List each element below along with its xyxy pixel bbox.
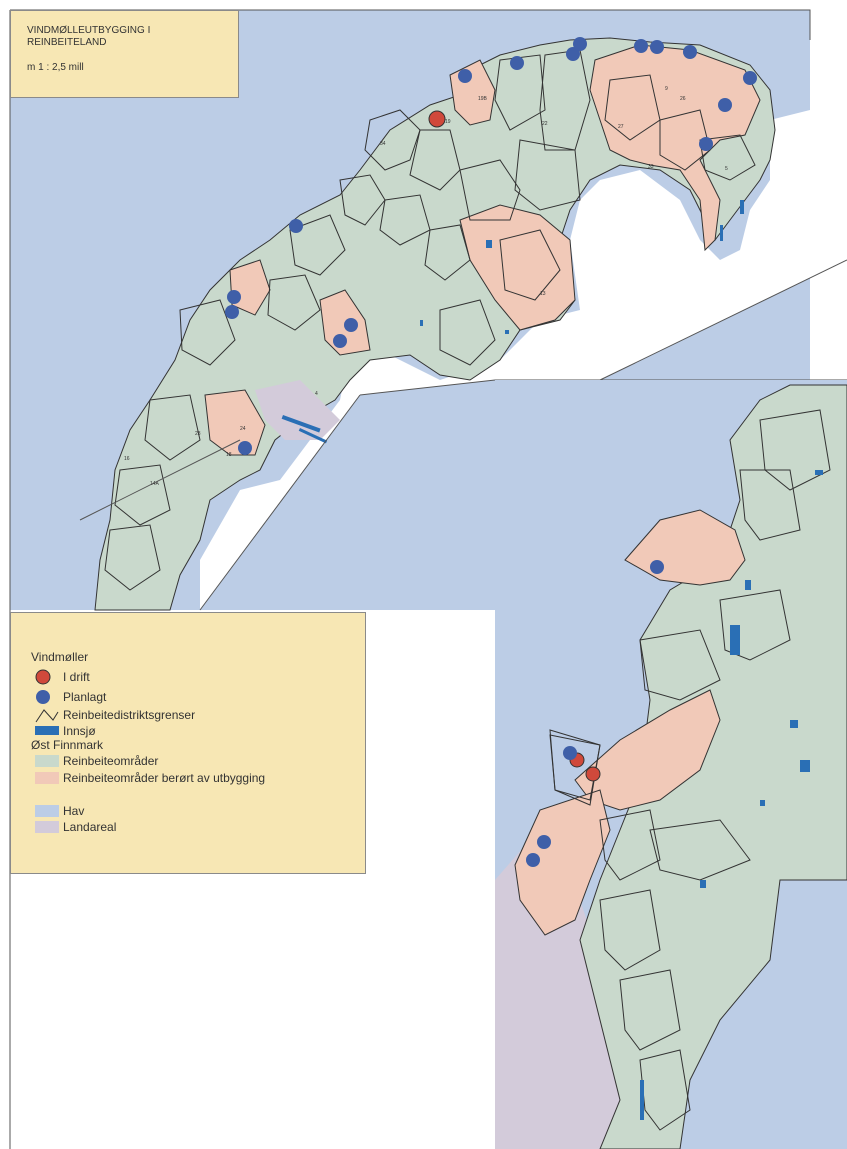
legend-label: Hav <box>63 804 85 818</box>
map-legend: Vindmøller I drift Planlagt Reinbeitedis… <box>10 612 366 874</box>
turbine-planned-marker <box>563 746 577 760</box>
blue-circle-icon <box>36 690 50 704</box>
lightblue-swatch-icon <box>35 805 59 817</box>
main-map: 34 19 19B 22 27 26 33 9 5 13 24 4 16 14A… <box>9 9 847 1149</box>
turbine-planned-marker <box>699 137 713 151</box>
inset-affected-south <box>514 789 611 936</box>
legend-label: Reinbeiteområder berørt av utbygging <box>63 771 266 785</box>
turbine-planned-marker <box>510 56 524 70</box>
turbine-planned-marker <box>634 39 648 53</box>
turbine-planned-marker <box>238 441 252 455</box>
turbine-planned-marker <box>458 69 472 83</box>
turbine-planned-marker <box>537 835 551 849</box>
map-title-line2: REINBEITELAND <box>27 37 107 48</box>
map-scale: m 1 : 2,5 mill <box>27 62 84 73</box>
turbine-planned-marker <box>289 219 303 233</box>
turbine-planned-marker <box>650 560 664 574</box>
turbine-planned-marker <box>743 71 757 85</box>
district-label: 27 <box>618 124 624 130</box>
district-label: 14A <box>150 481 160 487</box>
district-label: 26 <box>680 96 686 102</box>
legend-region-heading: Øst Finnmark <box>31 737 103 753</box>
inset-border-polygon <box>549 729 601 801</box>
turbine-planned-marker <box>573 37 587 51</box>
turbines-inset[interactable] <box>526 560 664 867</box>
turbine-planned-marker <box>333 334 347 348</box>
district-label: 9 <box>665 86 668 92</box>
red-circle-icon <box>35 669 51 685</box>
affected-area-center <box>459 204 576 331</box>
turbine-planned-marker <box>718 98 732 112</box>
affected-area-east <box>589 44 761 252</box>
lake-icon <box>35 726 59 735</box>
legend-region-heading-text: Øst Finnmark <box>31 738 104 752</box>
district-label: 18 <box>226 452 232 458</box>
district-label: 19B <box>478 96 488 102</box>
turbine-planned-marker <box>566 47 580 61</box>
land-area <box>255 380 340 440</box>
inset-affected-center <box>574 689 721 811</box>
district-label: 19 <box>445 119 451 125</box>
legend-heading: Vindmøller <box>31 649 88 665</box>
turbine-planned-marker <box>225 305 239 319</box>
district-label: 16 <box>124 456 130 462</box>
district-label: 13 <box>540 291 546 297</box>
district-label: 4 <box>315 391 318 397</box>
turbines-main[interactable] <box>225 37 757 455</box>
affected-area-southwest <box>204 389 266 456</box>
turbine-planned-marker <box>526 853 540 867</box>
pink-swatch-icon <box>35 772 59 784</box>
turbine-operating-marker <box>428 110 446 128</box>
turbine-planned-marker <box>344 318 358 332</box>
lilac-swatch-icon <box>35 821 59 833</box>
inset-map <box>495 380 847 1149</box>
district-label: 33 <box>648 164 654 170</box>
map-title-line1: VINDMØLLEUTBYGGING I <box>27 25 151 36</box>
legend-label: Reinbeitedistriktsgrenser <box>63 708 196 722</box>
district-label: 34 <box>380 141 386 147</box>
grazing-areas-main <box>94 37 776 611</box>
inset-borders <box>549 409 831 1131</box>
inset-lakes <box>640 470 823 1120</box>
legend-label: Innsjø <box>63 724 96 738</box>
legend-label: Reinbeiteområder <box>63 754 159 768</box>
legend-label: Planlagt <box>63 690 107 704</box>
district-labels: 34 19 19B 22 27 26 33 9 5 13 24 4 16 14A… <box>124 86 728 487</box>
district-label: 24 <box>240 426 246 432</box>
map-title-box: VINDMØLLEUTBYGGING I REINBEITELAND m 1 :… <box>10 10 239 98</box>
district-label: 5 <box>725 166 728 172</box>
lakes-main <box>281 200 744 444</box>
district-label: 23 <box>195 431 201 437</box>
legend-label: Landareal <box>63 820 117 834</box>
green-swatch-icon <box>35 755 59 767</box>
turbine-planned-marker <box>683 45 697 59</box>
turbine-operating-marker <box>585 766 601 782</box>
border-line-icon <box>35 709 59 723</box>
legend-label: I drift <box>63 670 90 684</box>
district-label: 22 <box>542 121 548 127</box>
district-borders <box>104 49 756 591</box>
turbine-planned-marker <box>227 290 241 304</box>
turbine-planned-marker <box>650 40 664 54</box>
legend-heading-text: Vindmøller <box>31 650 89 664</box>
